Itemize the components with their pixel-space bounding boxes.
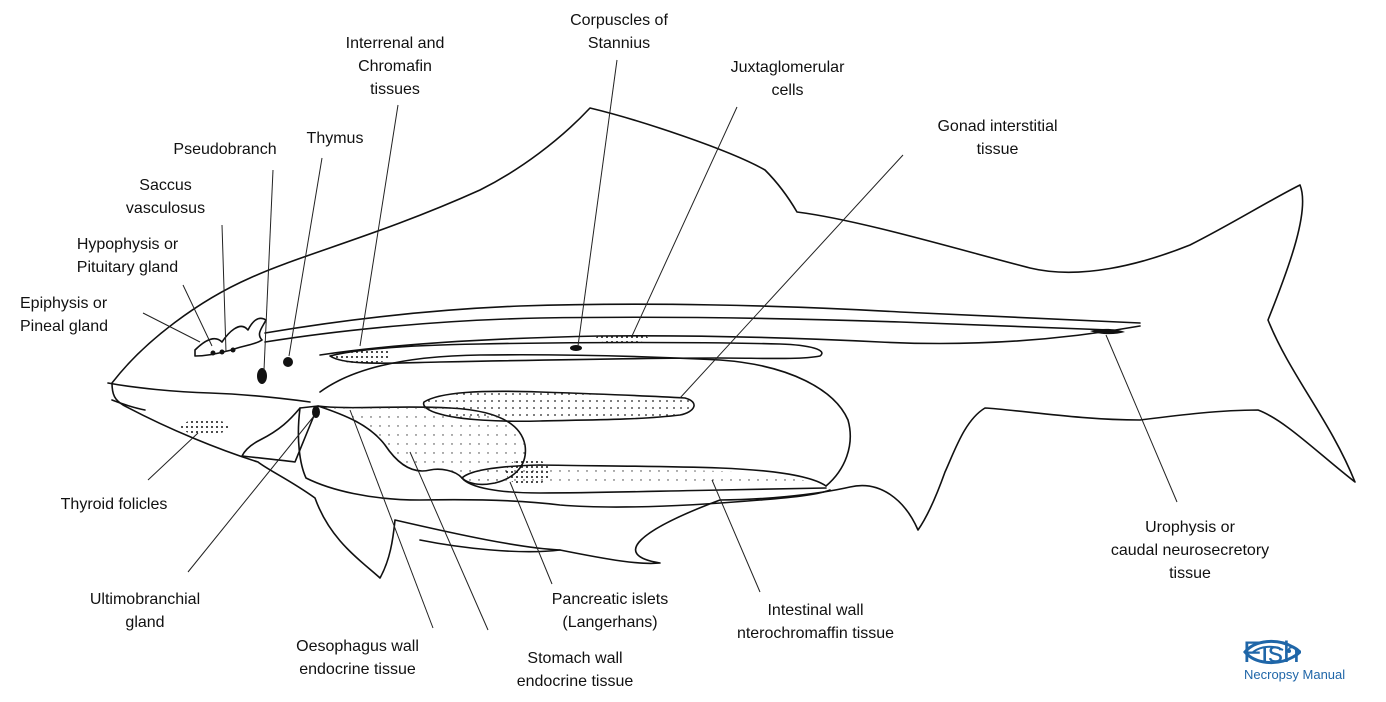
label-line: Thymus (306, 130, 364, 147)
label-line: tissue (1169, 565, 1211, 582)
label-stomach-wall: Stomach wall endocrine tissue (500, 647, 650, 693)
label-line: Pancreatic islets (551, 591, 669, 608)
label-line: endocrine tissue (299, 661, 416, 678)
label-line: Intestinal wall (767, 602, 864, 619)
label-pancreatic-islets: Pancreatic islets (Langerhans) (535, 588, 685, 634)
label-ultimobranchial: Ultimobranchial gland (70, 588, 220, 634)
label-thyroid-folicles: Thyroid folicles (40, 493, 188, 516)
fish-necropsy-manual-logo: Fish Necropsy Manual (1243, 637, 1373, 687)
label-pseudobranch: Pseudobranch (160, 138, 290, 161)
label-line: nterochromaffin tissue (736, 625, 895, 642)
label-line: gland (125, 614, 165, 631)
label-line: caudal neurosecretory (1110, 542, 1270, 559)
body-cavity (319, 353, 852, 487)
label-line: vasculosus (125, 200, 206, 217)
fish-body-outline (111, 107, 1356, 579)
corpuscle-mark (570, 345, 582, 351)
label-line: Thyroid folicles (60, 496, 168, 513)
label-line: Juxtaglomerular (730, 59, 845, 76)
label-line: Urophysis or (1145, 519, 1235, 536)
urophysis-mark (1090, 328, 1125, 335)
label-thymus: Thymus (296, 127, 374, 150)
label-line: Interrenal and (345, 35, 445, 52)
label-line: Oesophagus wall (296, 638, 419, 655)
label-line: Gonad interstitial (937, 118, 1058, 135)
label-line: (Langerhans) (562, 614, 658, 631)
label-line: Hypophysis or (76, 236, 179, 253)
label-line: Corpuscles of (570, 12, 668, 29)
label-gonad-interstitial: Gonad interstitial tissue (920, 115, 1075, 161)
ultimobranchial-mark (312, 406, 320, 418)
pseudobranch-mark (257, 368, 267, 384)
label-line: Stannius (587, 35, 651, 52)
label-corpuscles-of-stannius: Corpuscles of Stannius (560, 9, 678, 55)
label-line: tissues (370, 81, 420, 98)
label-line: Pituitary gland (76, 259, 179, 276)
label-line: Stomach wall (527, 650, 623, 667)
label-hypophysis: Hypophysis or Pituitary gland (60, 233, 195, 279)
kidney (329, 341, 823, 364)
label-line: cells (771, 82, 804, 99)
thymus-mark (283, 357, 293, 367)
label-urophysis: Urophysis or caudal neurosecretory tissu… (1095, 516, 1285, 585)
label-line: Pineal gland (20, 318, 109, 335)
label-line: Pseudobranch (173, 141, 277, 158)
label-line: endocrine tissue (516, 673, 634, 690)
label-saccus-vasculosus: Saccus vasculosus (108, 174, 223, 220)
label-line: Saccus (139, 177, 192, 194)
label-line: Ultimobranchial (89, 591, 201, 608)
logo-subtitle: Necropsy Manual (1244, 667, 1346, 682)
label-juxtaglomerular: Juxtaglomerular cells (715, 56, 860, 102)
label-interrenal-chromafin: Interrenal and Chromafin tissues (340, 32, 450, 101)
label-line: Epiphysis or (20, 295, 108, 312)
vertebral-column (264, 303, 1141, 334)
label-oesophagus-wall: Oesophagus wall endocrine tissue (280, 635, 435, 681)
fish-logo-icon (1243, 639, 1301, 665)
label-epiphysis: Epiphysis or Pineal gland (20, 292, 160, 338)
label-line: Chromafin (358, 58, 432, 75)
label-intestinal-wall: Intestinal wall nterochromaffin tissue (718, 599, 913, 645)
label-line: tissue (976, 141, 1019, 158)
